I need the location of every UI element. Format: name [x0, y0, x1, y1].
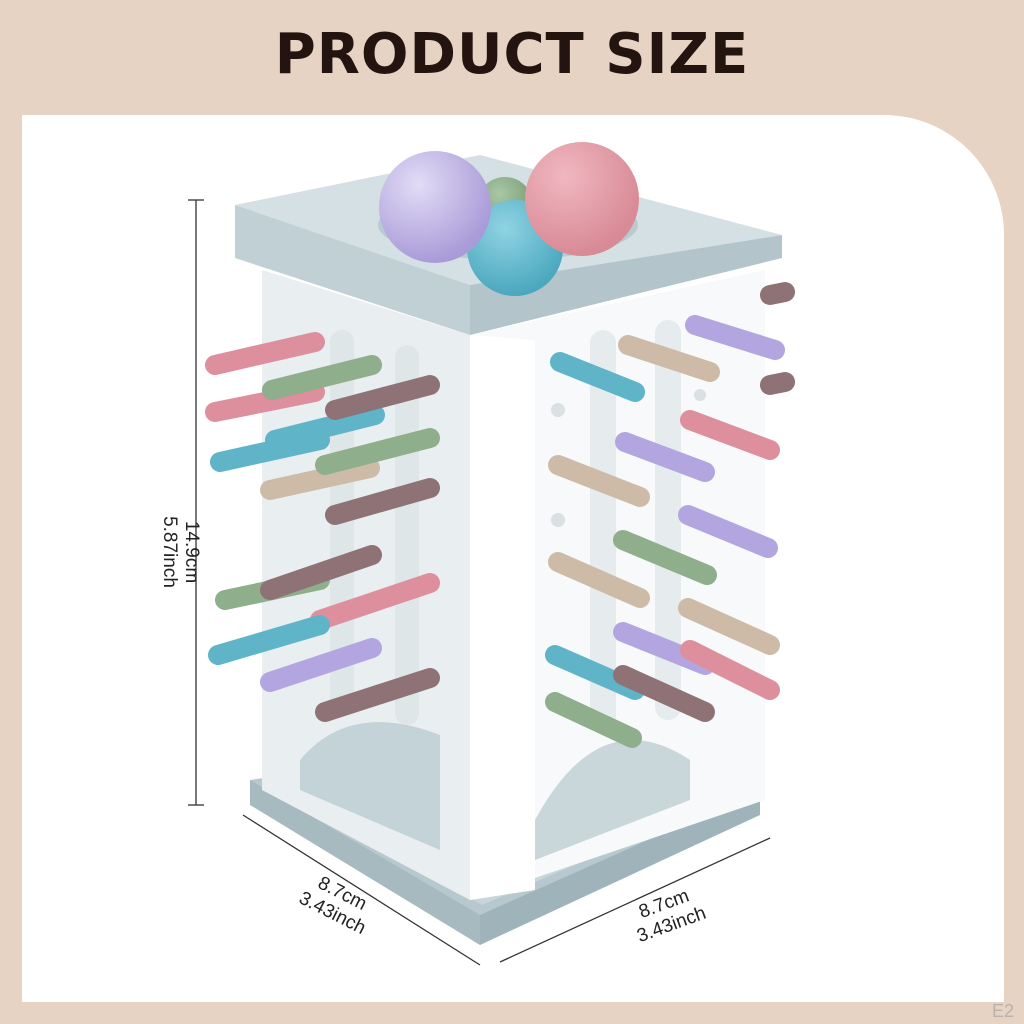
- right-face-details: [535, 320, 706, 860]
- height-cm-text: 14.9cm: [181, 520, 202, 584]
- ball-set: [379, 142, 639, 296]
- right-side-pegs: [545, 282, 795, 748]
- watermark-text: E2: [991, 1001, 1014, 1021]
- dimension-lines: [188, 199, 771, 966]
- height-inch-text: 5.87inch: [159, 516, 180, 588]
- tower-corner-pillar: [470, 335, 535, 900]
- left-side-pegs: [205, 332, 440, 722]
- height-dimension-label: 14.9cm 5.87inch: [158, 457, 202, 647]
- page-title: PRODUCT SIZE: [274, 22, 750, 87]
